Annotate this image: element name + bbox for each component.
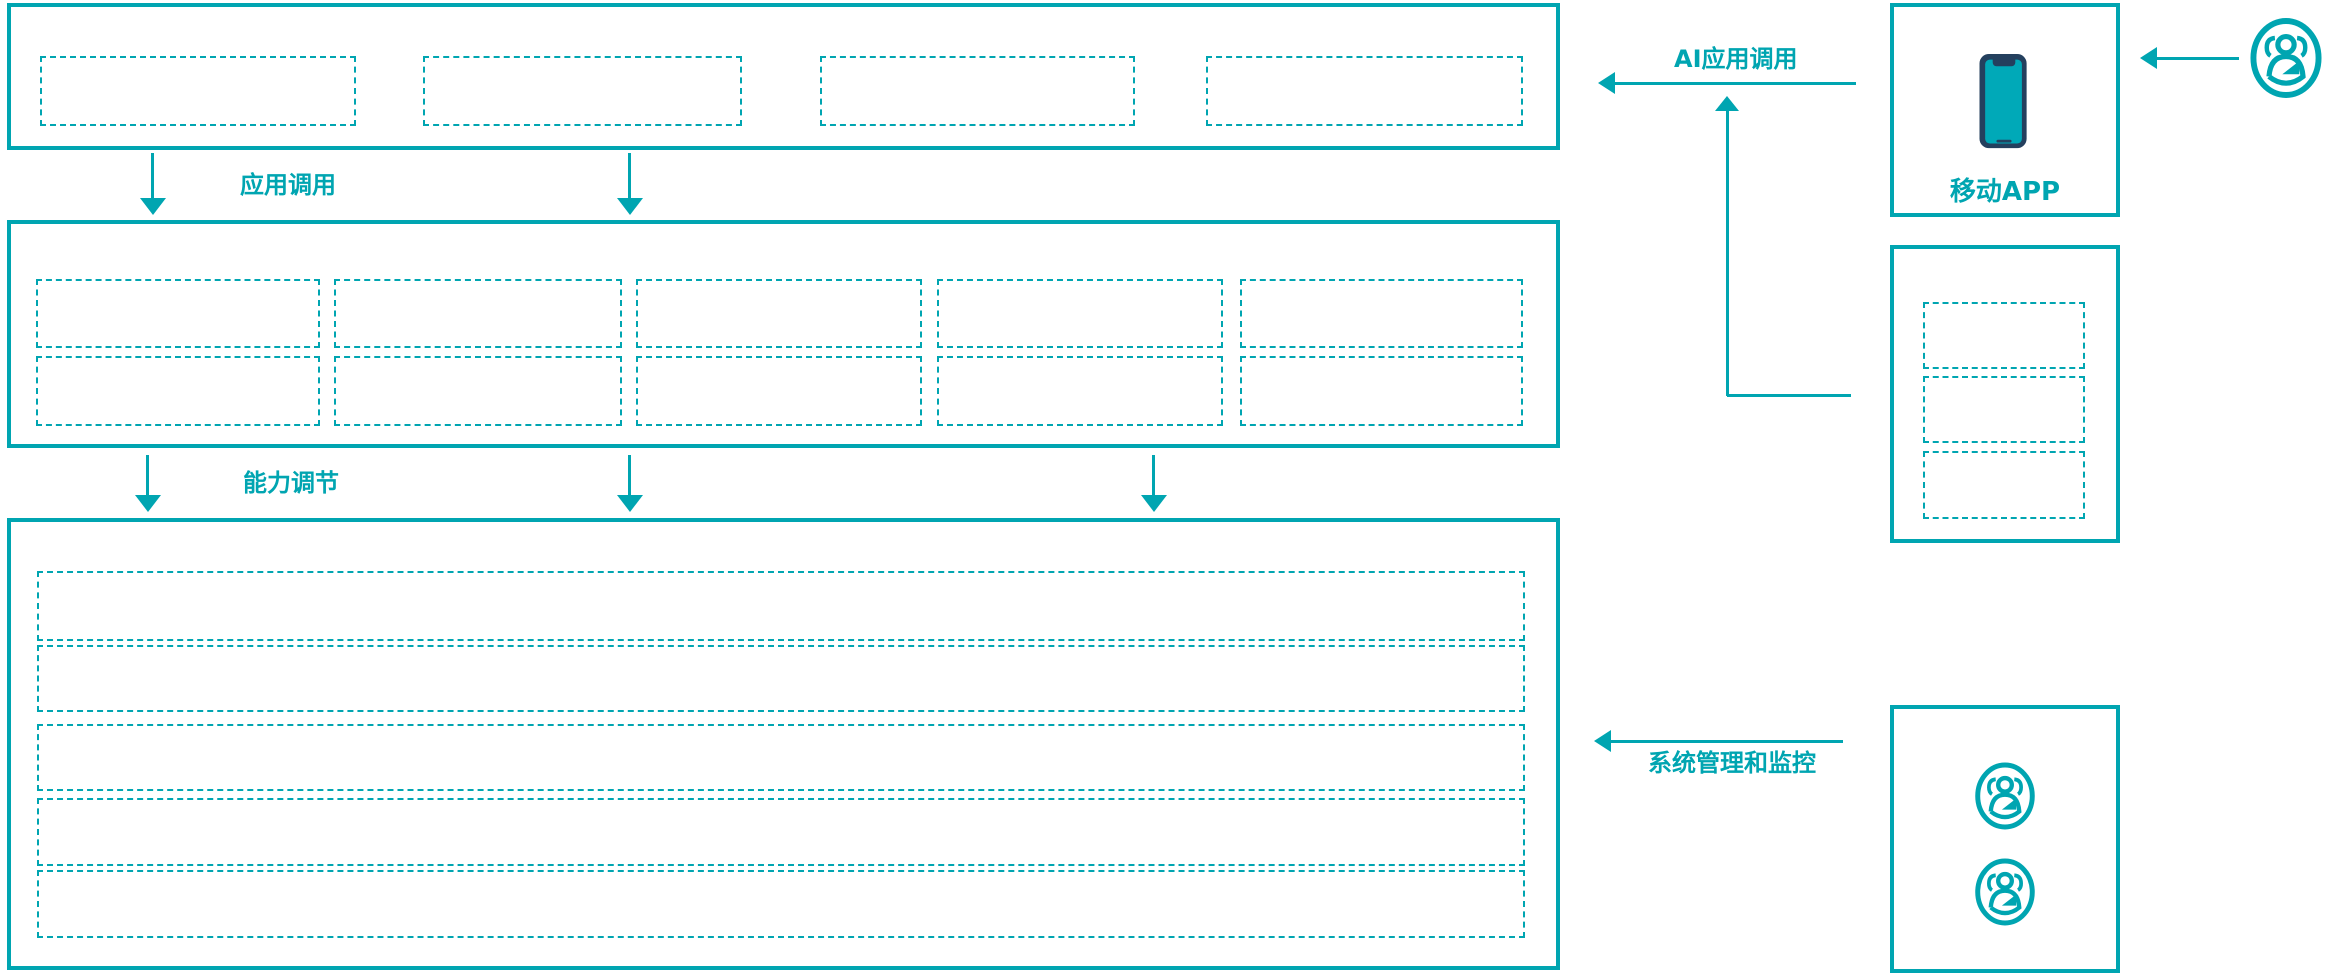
arrow-stem [1613,82,1856,85]
capability-placeholder-r2c4 [937,356,1223,426]
integration-placeholder-3 [1923,451,2085,519]
arrowhead-down-icon [135,495,161,512]
capability-placeholder-r1c5 [1240,279,1523,348]
arrow-stem [628,153,631,200]
capability-placeholder-r2c2 [334,356,622,426]
arrow-stem [151,153,154,200]
capability-placeholder-r2c5 [1240,356,1523,426]
admin-box [1890,705,2120,973]
arrow-stem [1609,740,1843,743]
arrowhead-left-icon [1598,72,1615,94]
capability-placeholder-r2c1 [36,356,320,426]
users-icon [1975,762,2035,830]
arrowhead-down-icon [1141,495,1167,512]
arrowhead-up-icon [1715,96,1739,111]
platform-row-1 [37,571,1525,641]
capability-layer-box [7,220,1560,448]
users-icon [2250,18,2322,98]
arrow-stem [1152,455,1155,497]
platform-row-3 [37,724,1525,791]
capability-placeholder-r1c4 [937,279,1223,348]
arrowhead-left-icon [2140,47,2157,69]
integration-placeholder-1 [1923,302,2085,369]
app-call-label: 应用调用 [240,171,336,199]
capability-adjust-label: 能力调节 [243,469,339,497]
arrow-stem [2155,57,2239,60]
smartphone-icon [1979,53,2027,149]
arrowhead-left-icon [1594,730,1611,752]
arrowhead-down-icon [617,198,643,215]
app-placeholder-4 [1206,56,1523,126]
arrowhead-down-icon [140,198,166,215]
ai-app-call-label: AI应用调用 [1674,45,1798,73]
app-layer-box [7,3,1560,150]
app-placeholder-2 [423,56,742,126]
users-icon [1975,858,2035,926]
app-placeholder-1 [40,56,356,126]
arrow-stem [1726,110,1729,396]
arrow-stem [1727,394,1851,397]
platform-row-5 [37,870,1525,938]
integration-box [1890,245,2120,543]
arrowhead-down-icon [617,495,643,512]
capability-placeholder-r1c2 [334,279,622,348]
mobile-app-box: 移动APP [1890,3,2120,217]
mobile-app-label: 移动APP [1949,177,2061,207]
platform-layer-box [7,518,1560,970]
capability-placeholder-r1c1 [36,279,320,348]
platform-row-2 [37,645,1525,712]
arrow-stem [628,455,631,497]
platform-row-4 [37,798,1525,866]
app-placeholder-3 [820,56,1135,126]
integration-placeholder-2 [1923,376,2085,443]
system-mgmt-label: 系统管理和监控 [1648,749,1816,777]
capability-placeholder-r1c3 [636,279,922,348]
arrow-stem [146,455,149,497]
capability-placeholder-r2c3 [636,356,922,426]
